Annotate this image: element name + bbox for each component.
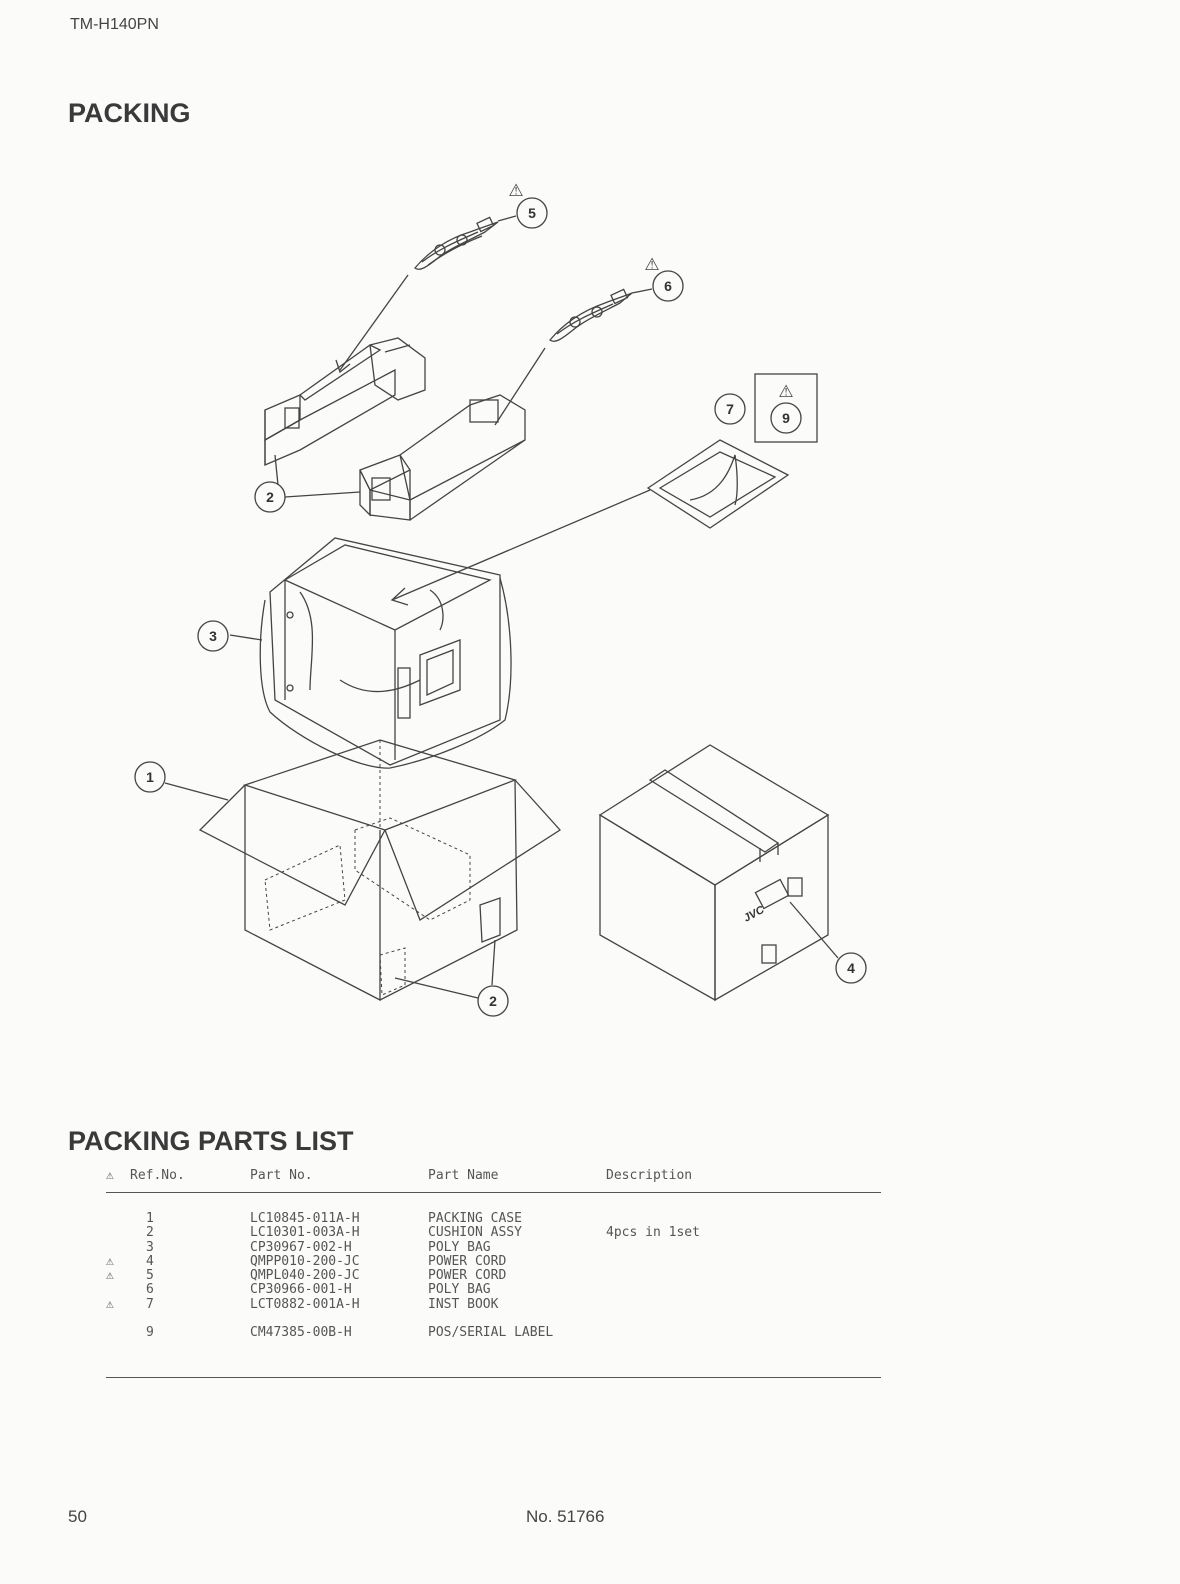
page-title: PACKING <box>68 98 191 128</box>
parts-list-table: 1 LC10845-011A-H PACKING CASE 2 LC10301-… <box>106 1211 881 1341</box>
callout-1: 1 <box>146 769 154 785</box>
callout-6: 7 <box>726 401 734 417</box>
callout-circle-4 <box>516 197 548 229</box>
part-no: QMPL040-200-JC <box>250 1268 360 1284</box>
callout-circle-9 <box>835 952 867 984</box>
part-no: LCT0882-001A-H <box>250 1296 360 1312</box>
table-row: ⚠ 5 QMPL040-200-JC POWER CORD <box>106 1268 881 1284</box>
callout-3: 3 <box>209 628 217 644</box>
document-number: No. 51766 <box>526 1507 605 1526</box>
header-description: Description <box>606 1168 693 1183</box>
part-no: QMPP010-200-JC <box>250 1253 360 1269</box>
ref-no: 3 <box>146 1239 154 1255</box>
part-no: CP30967-002-H <box>250 1239 352 1255</box>
warning-icon: ⚠ <box>644 255 659 274</box>
part-name: POWER CORD <box>428 1253 507 1269</box>
power-cord-5 <box>549 288 633 342</box>
warning-icon: ⚠ <box>106 1253 114 1269</box>
ref-no: 1 <box>146 1211 154 1226</box>
ref-no: 7 <box>146 1296 154 1312</box>
table-bottom-rule <box>106 1377 881 1378</box>
callout-2a: 2 <box>266 489 274 505</box>
table-row: 3 CP30967-002-H POLY BAG <box>106 1239 881 1255</box>
callout-9: 4 <box>847 960 855 976</box>
open-packing-case <box>198 739 561 1002</box>
part-name: POLY BAG <box>428 1239 491 1255</box>
part-name: INST BOOK <box>428 1296 499 1312</box>
poly-bag-6 <box>646 439 790 529</box>
model-number: TM-H140PN <box>70 16 159 33</box>
ref-no: 5 <box>146 1268 154 1284</box>
warning-icon: ⚠ <box>106 1296 114 1312</box>
table-row: 2 LC10301-003A-H CUSHION ASSY 4pcs in 1s… <box>106 1225 881 1241</box>
power-cord-4 <box>414 216 499 270</box>
part-name: CUSHION ASSY <box>428 1225 522 1241</box>
monitor-in-poly-bag <box>259 537 512 769</box>
part-name: POWER CORD <box>428 1268 507 1284</box>
ref-no: 9 <box>146 1325 154 1341</box>
part-name: PACKING CASE <box>428 1211 522 1226</box>
callout-circle-7 <box>770 402 802 434</box>
description: 4pcs in 1set <box>606 1225 700 1241</box>
warning-icon: ⚠ <box>778 382 793 401</box>
warning-icon: ⚠ <box>106 1168 114 1183</box>
closed-packing-case <box>598 744 830 1002</box>
table-row: 9 CM47385-00B-H POS/SERIAL LABEL <box>106 1325 881 1341</box>
warning-icon: ⚠ <box>106 1268 114 1284</box>
header-ref-no: Ref.No. <box>130 1168 185 1183</box>
ref-no: 4 <box>146 1253 154 1269</box>
table-row: ⚠ 4 QMPP010-200-JC POWER CORD <box>106 1253 881 1269</box>
table-row: 1 LC10845-011A-H PACKING CASE <box>106 1211 881 1226</box>
part-name: POLY BAG <box>428 1282 491 1298</box>
table-row: ⚠ 7 LCT0882-001A-H INST BOOK <box>106 1296 881 1312</box>
ref-no: 6 <box>146 1282 154 1298</box>
callout-circle-5 <box>652 270 684 302</box>
warning-icon: ⚠ <box>508 181 523 200</box>
callout-circle-2a <box>254 481 286 513</box>
page-number: 50 <box>68 1507 87 1526</box>
part-no: LC10845-011A-H <box>250 1211 360 1226</box>
part-name: POS/SERIAL LABEL <box>428 1325 554 1341</box>
callout-circle-6 <box>714 393 746 425</box>
parts-list-header: ⚠ Ref.No. Part No. Part Name Description <box>106 1168 881 1193</box>
callout-2b: 2 <box>489 993 497 1009</box>
ref-no: 2 <box>146 1225 154 1241</box>
header-part-no: Part No. <box>250 1168 313 1183</box>
part-no: CP30966-001-H <box>250 1282 352 1298</box>
callout-4: 5 <box>528 205 536 221</box>
cushion-upper <box>264 337 426 466</box>
cushion-lower <box>359 394 526 521</box>
part-no: CM47385-00B-H <box>250 1325 352 1341</box>
callout-7: 9 <box>782 410 790 426</box>
parts-list-title: PACKING PARTS LIST <box>68 1126 354 1156</box>
callout-circle-2b <box>477 985 509 1017</box>
callout-circle-3 <box>197 620 229 652</box>
table-row: 6 CP30966-001-H POLY BAG <box>106 1282 881 1298</box>
part-no: LC10301-003A-H <box>250 1225 360 1241</box>
callout-5: 6 <box>664 278 672 294</box>
header-part-name: Part Name <box>428 1168 499 1183</box>
callout-circle-1 <box>134 761 166 793</box>
inst-book-box <box>754 373 818 443</box>
packing-diagram: 5 6 7 9 2 3 1 2 4 ⚠ ⚠ ⚠ JVC <box>134 181 867 1017</box>
